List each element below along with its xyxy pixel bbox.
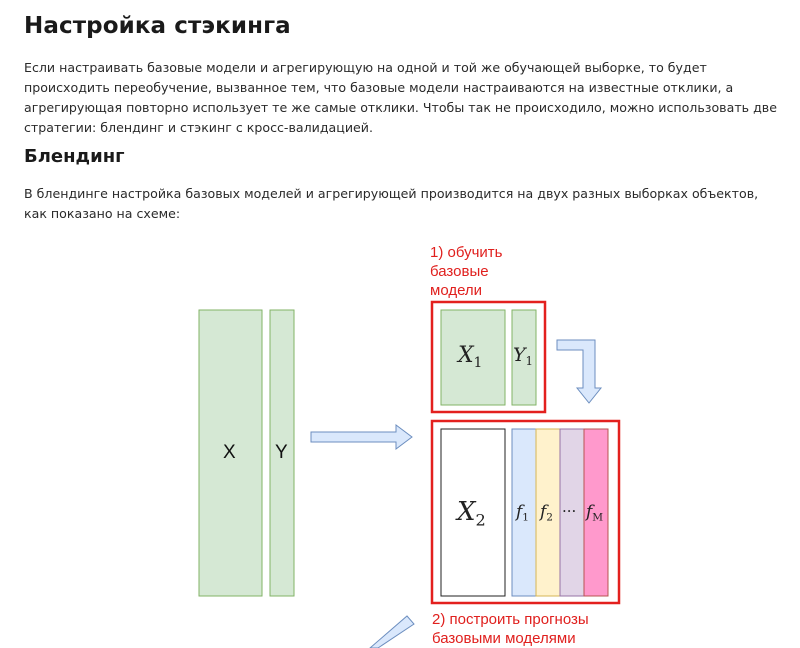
f-dots-column bbox=[559, 428, 585, 597]
x2-label: X2 bbox=[457, 497, 486, 530]
dots-label: ··· bbox=[562, 502, 577, 520]
full-y-block bbox=[269, 309, 295, 597]
y1-block bbox=[511, 309, 537, 406]
x2-block bbox=[440, 428, 506, 597]
x1-label: X1 bbox=[458, 343, 483, 371]
full-x-block bbox=[198, 309, 263, 597]
step1-note: 1) обучить базовые модели bbox=[430, 244, 503, 299]
y1-label: Y1 bbox=[513, 344, 534, 369]
bent-arrow bbox=[556, 339, 603, 404]
bottom-arrow bbox=[369, 615, 415, 648]
full-y-label: Y bbox=[275, 442, 288, 463]
intro-paragraph: Если настраивать базовые модели и агреги… bbox=[24, 60, 777, 135]
fm-column bbox=[583, 428, 609, 597]
step1-highlight bbox=[430, 300, 547, 414]
f1-column bbox=[511, 428, 537, 597]
full-x-label: X bbox=[223, 442, 236, 463]
section-heading-blending: Блендинг bbox=[24, 146, 125, 167]
f2-column bbox=[535, 428, 561, 597]
page-title: Настройка стэкинга bbox=[24, 13, 291, 39]
step2-note: 2) построить прогнозы базовыми моделями bbox=[432, 611, 589, 647]
step2-highlight bbox=[430, 419, 621, 605]
f1-label: f1 bbox=[516, 502, 529, 524]
blending-paragraph: В блендинге настройка базовых моделей и … bbox=[24, 186, 759, 221]
split-arrow bbox=[310, 424, 413, 450]
fm-label: fM bbox=[586, 502, 604, 524]
f2-label: f2 bbox=[540, 502, 553, 524]
x1-block bbox=[440, 309, 506, 406]
